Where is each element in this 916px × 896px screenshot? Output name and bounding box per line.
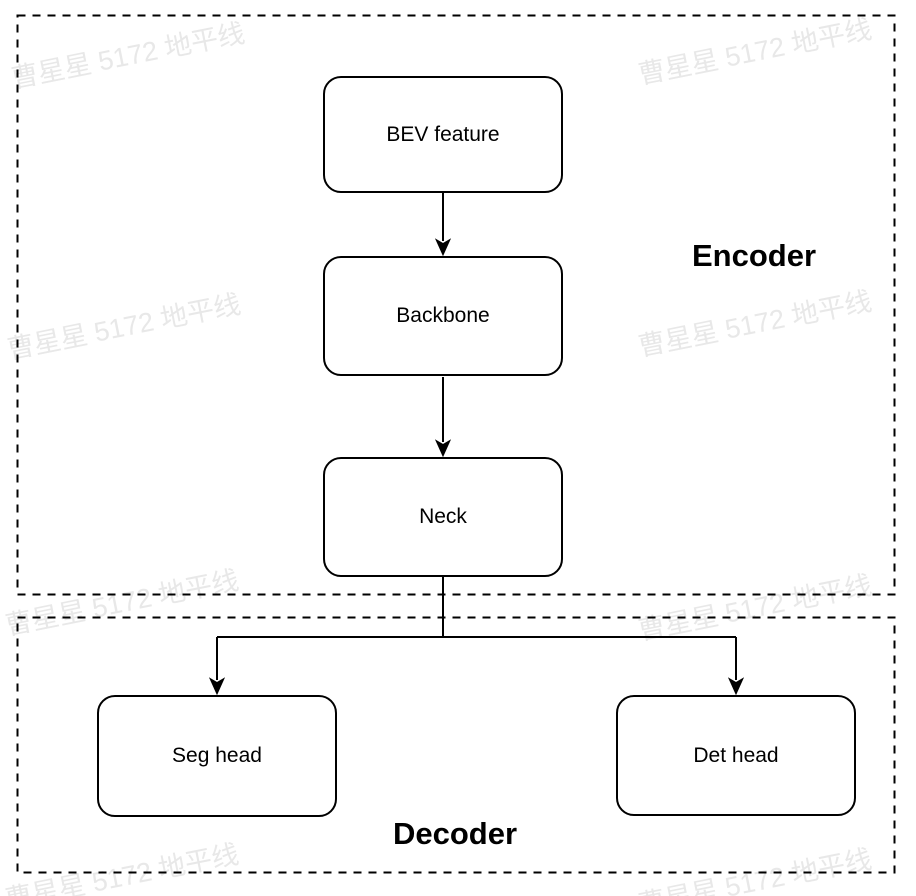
encoder-label: Encoder	[692, 238, 817, 273]
arrowhead-det-head	[727, 677, 745, 696]
node-label: Neck	[419, 505, 467, 528]
node-backbone: Backbone	[323, 256, 563, 376]
node-label: Det head	[693, 743, 779, 767]
node-label: Backbone	[396, 304, 490, 327]
node-label: BEV feature	[386, 122, 500, 146]
encoder-boundary	[16, 14, 896, 596]
arrowhead-neck	[434, 439, 452, 458]
decoder-boundary	[16, 616, 896, 874]
decoder-label: Decoder	[393, 816, 518, 851]
arrowhead-backbone	[434, 238, 452, 257]
connector-neck-split	[217, 577, 736, 638]
node-det-head: Det head	[616, 695, 856, 816]
node-neck: Neck	[323, 457, 563, 577]
arrowhead-seg-head	[208, 677, 226, 696]
node-label: Seg head	[172, 744, 262, 767]
node-seg-head: Seg head	[97, 695, 337, 817]
node-bev-feature: BEV feature	[323, 76, 563, 193]
